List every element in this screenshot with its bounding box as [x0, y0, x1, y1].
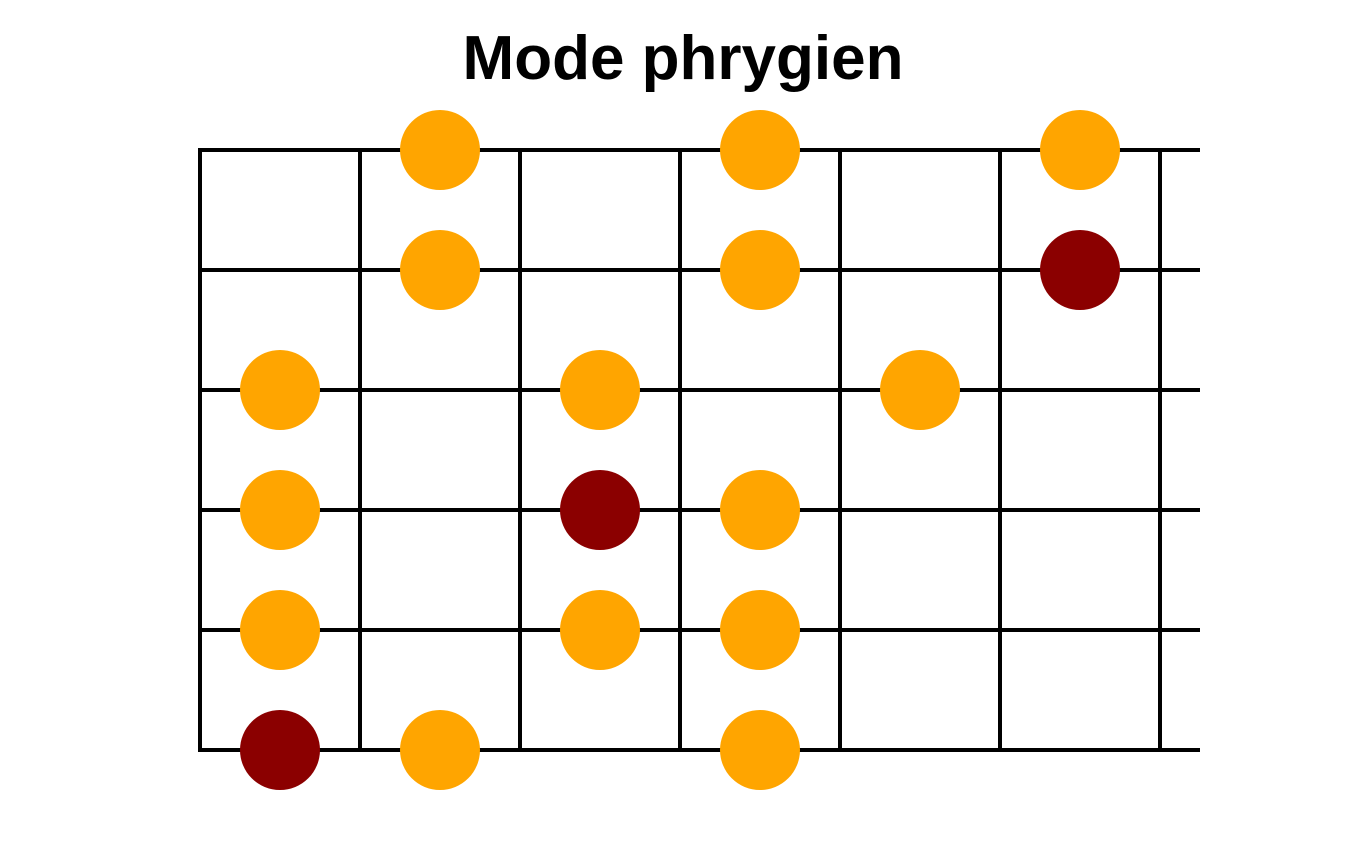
scale-note-dot	[720, 710, 800, 790]
scale-note-dot	[560, 590, 640, 670]
page-title: Mode phrygien	[462, 24, 904, 93]
scale-note-dot	[240, 590, 320, 670]
scale-note-dot	[720, 230, 800, 310]
scale-note-dot	[720, 110, 800, 190]
scale-note-dot	[720, 590, 800, 670]
root-note-dot	[560, 470, 640, 550]
scale-note-dot	[720, 470, 800, 550]
scale-note-dot	[1040, 110, 1120, 190]
scale-note-dot	[240, 350, 320, 430]
root-note-dot	[1040, 230, 1120, 310]
scale-note-dot	[400, 110, 480, 190]
scale-notes	[240, 110, 1120, 790]
root-note-dot	[240, 710, 320, 790]
fretboard-grid	[198, 148, 1200, 752]
scale-note-dot	[400, 230, 480, 310]
scale-note-dot	[240, 470, 320, 550]
scale-note-dot	[880, 350, 960, 430]
scale-note-dot	[400, 710, 480, 790]
scale-note-dot	[560, 350, 640, 430]
